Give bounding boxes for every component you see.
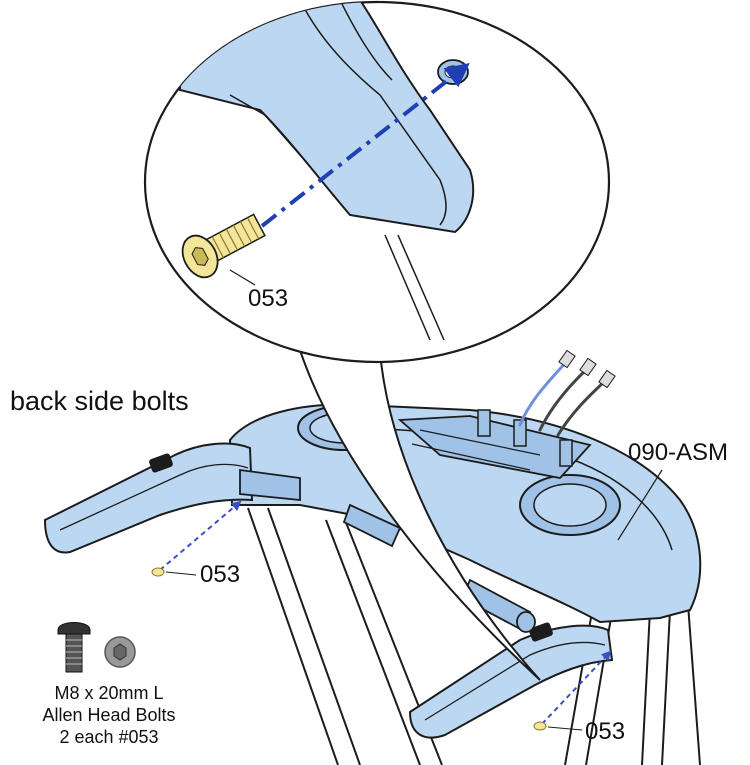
left-bolt-callout	[151, 500, 242, 577]
bolt-zoomed	[181, 213, 266, 279]
back-side-bolts-label: back side bolts	[10, 386, 189, 416]
assembly-090-label: 090-ASM	[628, 439, 729, 466]
zoom-bubble	[143, 0, 611, 364]
assembly-leader	[617, 469, 663, 541]
right-bolt-callout	[533, 650, 612, 731]
part-053-zoom-label: 053	[248, 285, 289, 312]
bolt-spec-type: Allen Head Bolts	[42, 705, 176, 725]
bolt-spec-quantity: 2 each #053	[59, 727, 159, 747]
insertion-arrow	[260, 63, 470, 228]
right-handlebar	[408, 624, 614, 739]
left-handlebar	[43, 442, 254, 554]
bolt-spec-icon	[57, 622, 91, 673]
bolt-spec-text: M8 x 20mm L Allen Head Bolts 2 each #053	[20, 682, 198, 748]
bolt-right-icon	[533, 721, 547, 731]
part-053-right-label: 053	[585, 718, 626, 745]
bolt-head-icon	[104, 636, 136, 668]
bolt-spec-size: M8 x 20mm L	[54, 683, 164, 703]
part-053-left-label: 053	[200, 561, 241, 588]
bolt-left-icon	[151, 567, 165, 577]
grip-tubes	[239, 468, 536, 633]
callout-pointer	[298, 348, 541, 681]
